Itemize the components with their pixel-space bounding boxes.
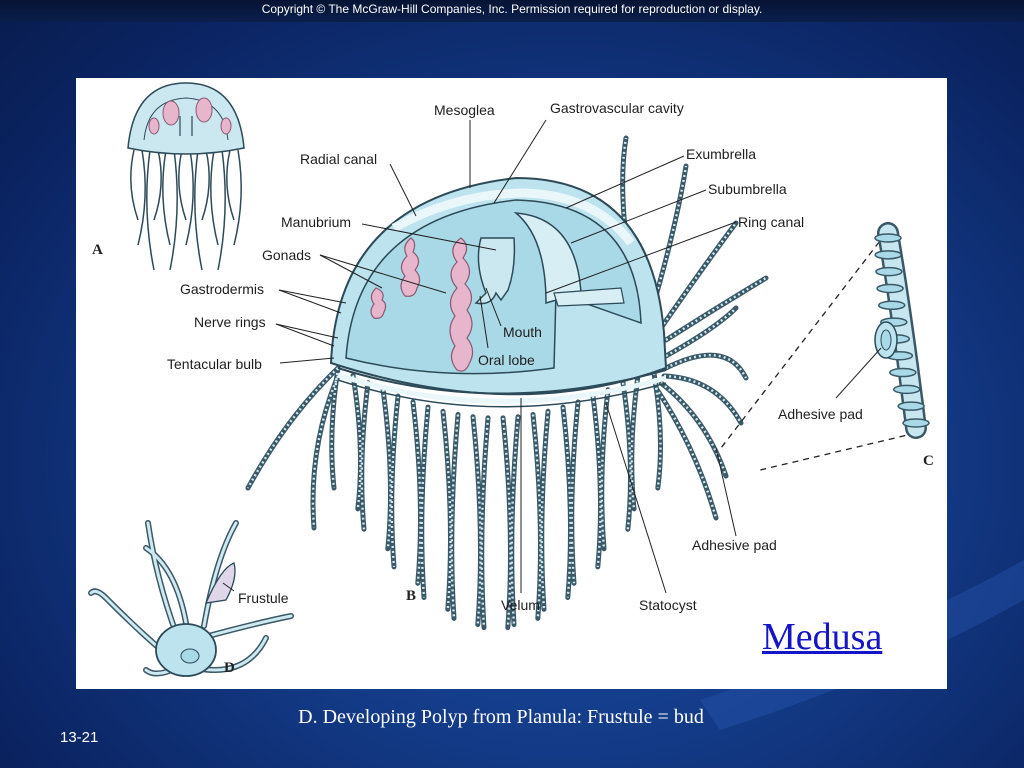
label-mouth: Mouth bbox=[503, 324, 542, 340]
tentacle bbox=[311, 375, 340, 529]
label-ring-canal: Ring canal bbox=[738, 214, 805, 230]
tentacle bbox=[621, 382, 632, 530]
tentacle-ring bbox=[874, 233, 902, 243]
tentacle-ring bbox=[874, 250, 902, 260]
tentacle-ring bbox=[897, 401, 925, 411]
small-tentacle bbox=[130, 149, 139, 221]
small-tentacle bbox=[201, 149, 210, 221]
tentacle bbox=[440, 408, 453, 612]
tentacle-ring bbox=[877, 300, 906, 311]
label-mesoglea: Mesoglea bbox=[434, 102, 495, 118]
label-manubrium: Manubrium bbox=[281, 214, 352, 230]
label-adhesive-pad-b: Adhesive pad bbox=[692, 537, 777, 553]
small-tentacle bbox=[233, 149, 242, 246]
tentacle bbox=[665, 353, 748, 379]
label-radial-canal: Radial canal bbox=[300, 151, 378, 167]
tentacle bbox=[570, 401, 580, 584]
tentacle bbox=[351, 375, 362, 510]
tentacle bbox=[663, 275, 769, 343]
small-tentacle bbox=[169, 149, 178, 271]
tentacle bbox=[621, 137, 638, 304]
small-tentacle bbox=[146, 149, 155, 271]
slide-number: 13-21 bbox=[60, 729, 99, 746]
tentacle bbox=[660, 382, 728, 477]
tentacle bbox=[246, 367, 339, 489]
tentacle bbox=[660, 222, 737, 329]
small-tentacle bbox=[226, 149, 235, 221]
label-adhesive-pad-c: Adhesive pad bbox=[778, 406, 863, 422]
label-tentacular-bulb: Tentacular bulb bbox=[167, 356, 262, 372]
tentacle bbox=[480, 417, 490, 628]
tentacle-ring bbox=[876, 283, 904, 294]
tentacle bbox=[539, 408, 551, 612]
tentacle bbox=[420, 406, 430, 598]
medusa-title: Medusa bbox=[762, 616, 883, 658]
label-frustule: Frustule bbox=[238, 590, 289, 606]
panel-letter-b: B bbox=[406, 588, 417, 604]
figure-panel: A B C D Mesoglea Gastrovascular cavity R… bbox=[76, 78, 947, 689]
tentacle-ring bbox=[902, 418, 930, 428]
label-oral-lobe: Oral lobe bbox=[478, 352, 535, 368]
tentacle bbox=[450, 414, 460, 619]
tentacle bbox=[540, 411, 550, 610]
panel-c-tentacle bbox=[720, 222, 930, 472]
small-tentacle bbox=[185, 149, 194, 246]
tentacle bbox=[663, 374, 743, 424]
tentacle bbox=[665, 307, 737, 358]
tentacle bbox=[509, 414, 521, 627]
small-tentacle bbox=[217, 149, 226, 271]
tentacle bbox=[390, 396, 400, 567]
tentacle bbox=[663, 352, 749, 381]
panel-letter-d: D bbox=[224, 660, 235, 676]
tentacle bbox=[655, 387, 718, 519]
panel-letter-a: A bbox=[92, 242, 103, 258]
label-velum: Velum bbox=[501, 597, 540, 613]
label-gastrodermis: Gastrodermis bbox=[180, 281, 265, 297]
tentacle bbox=[649, 165, 688, 314]
panel-b-medusa bbox=[245, 135, 769, 631]
small-tentacle bbox=[137, 149, 146, 246]
small-tentacle bbox=[153, 149, 162, 221]
tentacle bbox=[561, 406, 572, 598]
tentacle bbox=[599, 387, 611, 552]
tentacle bbox=[411, 401, 422, 584]
slide-caption: D. Developing Polyp from Planula: Frustu… bbox=[298, 706, 704, 728]
label-subumbrella: Subumbrella bbox=[708, 181, 787, 197]
tentacle-ring bbox=[892, 384, 921, 395]
label-gastrovascular-cavity: Gastrovascular cavity bbox=[550, 100, 684, 116]
small-tentacle bbox=[178, 149, 187, 221]
small-tentacle bbox=[162, 149, 171, 246]
tentacle bbox=[245, 365, 341, 491]
label-gonads: Gonads bbox=[262, 247, 312, 263]
label-exumbrella: Exumbrella bbox=[686, 146, 757, 162]
tentacle-ring bbox=[889, 367, 917, 378]
tentacle bbox=[501, 417, 512, 628]
tentacle-ring bbox=[875, 266, 903, 277]
tentacle bbox=[665, 276, 767, 342]
panel-d-polyp bbox=[88, 520, 294, 677]
label-nerve-rings: Nerve rings bbox=[194, 314, 266, 330]
tentacle bbox=[531, 414, 542, 619]
small-tentacle bbox=[210, 149, 219, 246]
tentacle bbox=[441, 411, 452, 610]
tentacle bbox=[360, 382, 370, 530]
top-band bbox=[0, 0, 1024, 22]
leader-lines bbox=[275, 119, 737, 594]
panel-letter-c: C bbox=[923, 453, 934, 469]
panel-a-jellyfish bbox=[127, 82, 245, 271]
small-tentacle bbox=[194, 149, 203, 271]
medusa-illustration bbox=[88, 82, 930, 677]
copyright-notice: Copyright © The McGraw-Hill Companies, I… bbox=[261, 2, 763, 16]
tentacle bbox=[591, 396, 602, 567]
label-statocyst: Statocyst bbox=[639, 597, 697, 613]
